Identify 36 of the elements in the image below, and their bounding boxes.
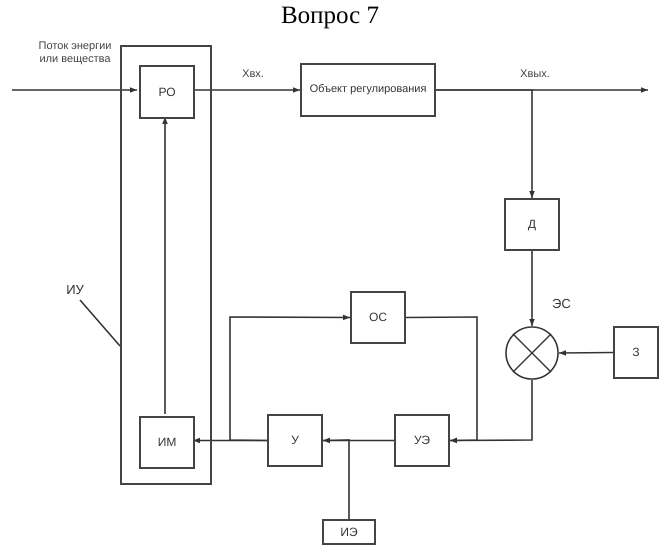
box-label: ИЭ bbox=[340, 524, 358, 540]
box-label: ОС bbox=[369, 310, 387, 325]
process-box bbox=[394, 414, 450, 467]
arrow bbox=[12, 87, 137, 93]
process-box bbox=[139, 65, 195, 119]
process-box bbox=[504, 198, 560, 251]
arrow bbox=[559, 350, 613, 356]
edge-label: Поток энергии или вещества bbox=[36, 40, 114, 66]
box-label: ИМ bbox=[158, 435, 176, 450]
process-box bbox=[267, 414, 323, 467]
arrow bbox=[322, 438, 350, 519]
box-label: УЭ bbox=[414, 433, 430, 448]
box-label: Объект регулирования bbox=[310, 83, 426, 97]
arrow bbox=[193, 87, 300, 93]
arrow bbox=[323, 438, 394, 444]
box-label: У bbox=[291, 433, 299, 448]
summing-junction bbox=[505, 326, 559, 380]
process-box bbox=[300, 63, 436, 117]
process-box bbox=[322, 519, 376, 545]
node-caption: ЭС bbox=[552, 296, 571, 311]
leader-line bbox=[79, 299, 121, 347]
arrow bbox=[450, 380, 533, 444]
process-box bbox=[350, 291, 406, 344]
arrow bbox=[436, 89, 535, 198]
callout-label: ИУ bbox=[60, 280, 90, 300]
process-box bbox=[139, 416, 195, 469]
device-frame bbox=[120, 45, 212, 485]
box-label: РО bbox=[158, 84, 176, 100]
box-label: З bbox=[632, 345, 640, 360]
process-box bbox=[613, 326, 659, 379]
arrow bbox=[406, 316, 478, 444]
arrow bbox=[162, 117, 168, 414]
arrow bbox=[529, 251, 535, 326]
title: Вопрос 7 bbox=[280, 2, 380, 30]
box-label: Д bbox=[528, 217, 536, 232]
arrow bbox=[229, 314, 350, 442]
